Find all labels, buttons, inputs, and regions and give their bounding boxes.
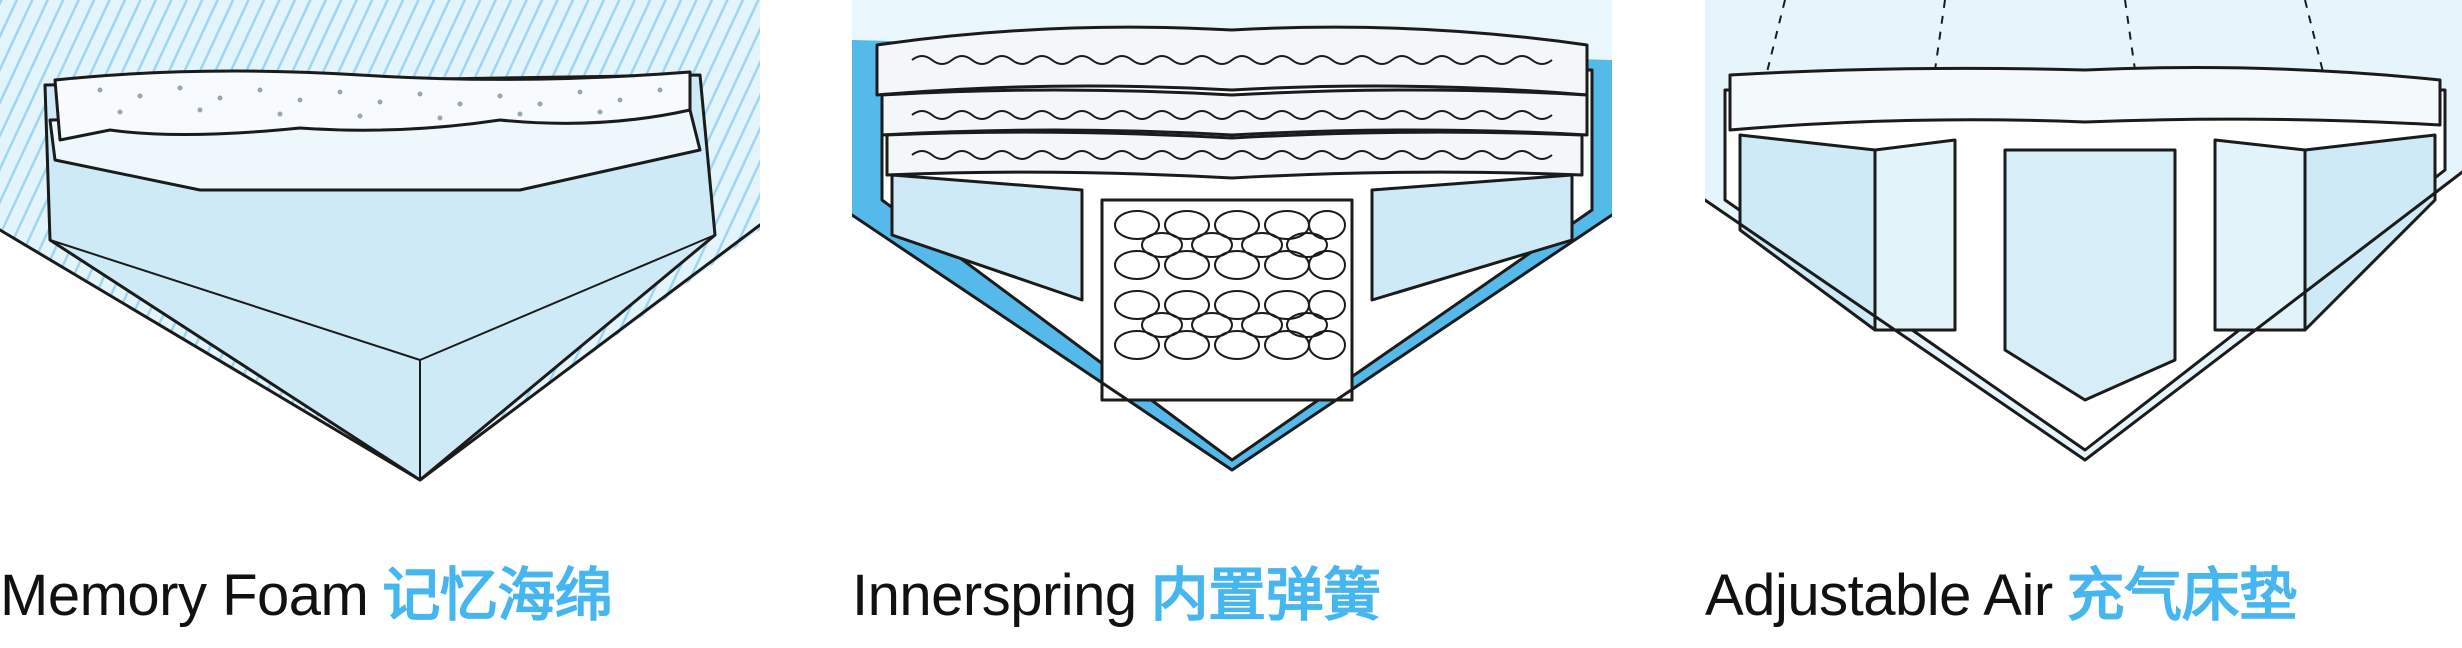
caption-chinese: 记忆海绵 [382, 561, 613, 629]
caption-english: Innerspring [852, 563, 1137, 628]
caption-english: Memory Foam [0, 563, 369, 628]
caption-chinese: 内置弹簧 [1150, 561, 1382, 629]
memory-foam-mattress-illustration [0, 0, 760, 482]
innerspring-mattress-illustration [852, 0, 1612, 472]
adjustable-air-mattress-illustration [1705, 0, 2462, 462]
caption-english: Adjustable Air [1705, 563, 2053, 628]
caption-chinese: 充气床垫 [2066, 561, 2298, 629]
